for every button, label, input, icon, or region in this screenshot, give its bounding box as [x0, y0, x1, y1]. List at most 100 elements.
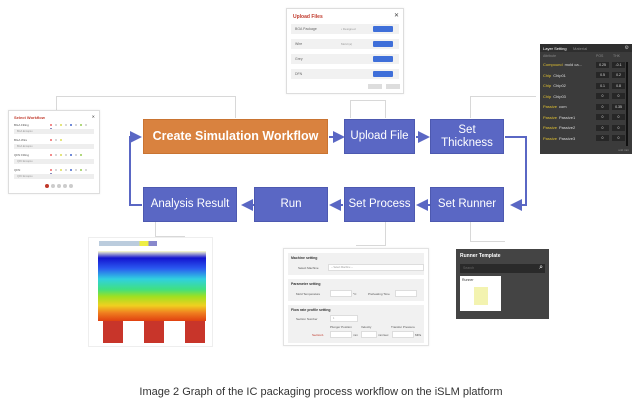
step-dot-icon — [60, 139, 62, 141]
step-dot-icon — [60, 169, 62, 171]
pos-input[interactable]: 0.1 — [596, 82, 609, 89]
result-toolbar[interactable] — [99, 241, 157, 246]
layer-name: Passive1 — [559, 114, 576, 120]
runner-preview — [474, 287, 488, 305]
step-set-thickness[interactable]: Set Thickness — [430, 119, 504, 154]
arrow-thickness-runner — [505, 136, 527, 211]
workflow-item-name: QFN Filling — [14, 153, 30, 157]
cancel-button[interactable] — [368, 84, 382, 89]
page-dot[interactable] — [69, 184, 73, 188]
velocity-input[interactable] — [361, 331, 377, 338]
col-pos: POS — [596, 54, 604, 58]
select-file-button[interactable] — [373, 26, 393, 32]
layer-tabs — [540, 44, 632, 52]
page-dot[interactable] — [63, 184, 67, 188]
gear-icon[interactable]: ⚙ — [624, 45, 629, 51]
layer-name: Passive3 — [559, 135, 576, 141]
page-dot[interactable] — [51, 184, 55, 188]
upload-row: BGA Package• Designed — [291, 24, 399, 34]
section1-label: Section1 — [312, 333, 324, 337]
step-dot-icon — [55, 169, 57, 171]
step-create-simulation-workflow[interactable]: Create Simulation Workflow — [143, 119, 328, 154]
plunger-unit: mm — [353, 333, 358, 337]
runner-card[interactable]: Runner — [460, 276, 501, 311]
page-dot[interactable] — [57, 184, 61, 188]
upload-row-label: DFN — [295, 72, 303, 76]
upload-row-file: Mold (a) — [341, 42, 353, 46]
thk-input[interactable]: 0 — [612, 93, 625, 99]
flow-rate-section: Flow rate profile setting Section Number… — [288, 305, 424, 343]
thk-input[interactable]: 0.8 — [612, 82, 625, 89]
runner-card-label: Runner — [462, 278, 474, 282]
workflow-item[interactable]: QFN Filling — [14, 153, 94, 157]
step-dot-icon — [85, 169, 87, 171]
step-dot-icon — [80, 124, 82, 126]
step-set-process[interactable]: Set Process — [344, 187, 415, 222]
close-icon[interactable]: ✕ — [393, 13, 399, 19]
layer-name: Chip02 — [553, 83, 566, 88]
section-number-input[interactable]: 1 — [330, 315, 358, 322]
thk-input[interactable]: -0.1 — [612, 61, 625, 68]
workflow-item[interactable]: BGA Filling — [14, 123, 94, 130]
result-lead — [103, 321, 123, 343]
tab-layer-setting[interactable]: Layer Setting — [543, 46, 567, 51]
pos-input[interactable]: 0 — [596, 135, 609, 141]
layer-setting-panel: Layer Setting Material ⚙ Attribute POS T… — [540, 44, 632, 154]
unit-label: unit mm — [618, 148, 629, 152]
machine-select[interactable]: -- Select Machine -- — [328, 264, 424, 271]
confirm-button[interactable] — [386, 84, 400, 89]
mold-temperature-input[interactable] — [330, 290, 352, 297]
step-dot-icon — [60, 124, 62, 126]
upload-row-label: Wire — [295, 42, 303, 46]
layer-category: Chip — [543, 72, 552, 78]
pos-input[interactable]: 0.25 — [596, 61, 609, 68]
step-dot-icon — [75, 154, 77, 156]
pos-input[interactable]: 0.5 — [596, 72, 609, 78]
scrollbar[interactable] — [626, 62, 628, 146]
pos-input[interactable]: 0 — [596, 114, 609, 120]
step-dot-icon — [75, 169, 77, 171]
step-dot-icon — [55, 154, 57, 156]
col-attribute: Attribute — [543, 54, 557, 58]
select-file-button[interactable] — [373, 56, 393, 62]
step-dot-icon — [85, 124, 87, 126]
step-set-runner[interactable]: Set Runner — [430, 187, 504, 222]
thk-input[interactable]: 0 — [612, 124, 625, 131]
thk-input[interactable]: 0.2 — [612, 72, 625, 78]
page-dot-active[interactable] — [45, 184, 49, 188]
select-file-button[interactable] — [373, 41, 393, 47]
thk-input[interactable]: 0 — [612, 135, 625, 141]
result-lead — [144, 321, 164, 343]
workflow-item[interactable]: QFN — [14, 168, 94, 175]
plunger-position-input[interactable] — [330, 331, 352, 338]
pos-input[interactable]: 0 — [596, 124, 609, 131]
workflow-item[interactable]: BGA Wire — [14, 138, 94, 142]
select-file-button[interactable] — [373, 71, 393, 77]
step-dot-icon — [65, 169, 67, 171]
connector-create-workflow — [56, 96, 236, 118]
tab-material[interactable]: Material — [573, 46, 588, 51]
step-dot-icon — [60, 154, 62, 156]
velocity-unit: mm/sec — [378, 333, 389, 337]
runner-search-input[interactable]: Search ⌕ — [460, 264, 545, 273]
pos-input[interactable]: 0 — [596, 93, 609, 99]
result-lead — [185, 321, 205, 343]
thk-input[interactable]: 0 — [612, 114, 625, 120]
heatmap-contour — [98, 251, 206, 321]
step-upload-file[interactable]: Upload File — [344, 119, 415, 154]
search-icon[interactable]: ⌕ — [539, 264, 543, 271]
preheating-time-input[interactable] — [395, 290, 417, 297]
step-dot-icon — [50, 124, 52, 126]
transfer-pressure-input[interactable] — [392, 331, 414, 338]
upload-row: DFN — [291, 69, 399, 79]
thk-input[interactable]: 0.35 — [612, 103, 625, 110]
close-icon[interactable]: ✕ — [91, 114, 95, 119]
pos-input[interactable]: 0 — [596, 103, 609, 110]
step-run[interactable]: Run — [254, 187, 328, 222]
step-dot-icon — [70, 124, 72, 126]
step-analysis-result[interactable]: Analysis Result — [143, 187, 237, 222]
connector-analysis — [155, 222, 185, 237]
